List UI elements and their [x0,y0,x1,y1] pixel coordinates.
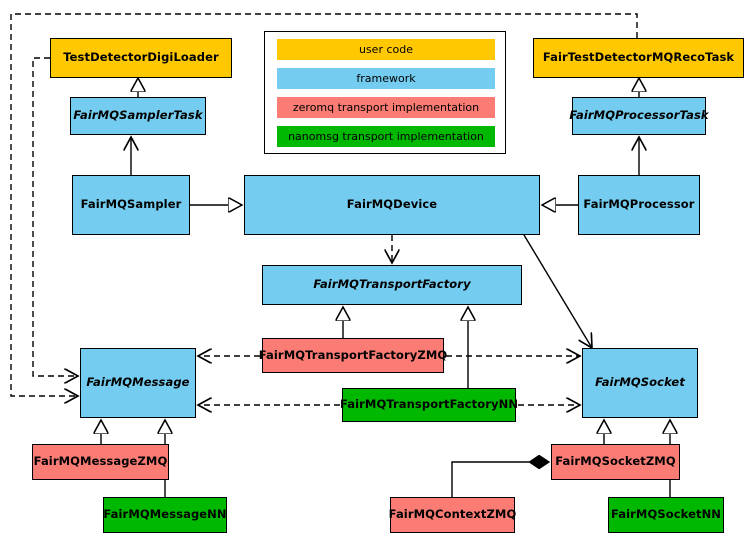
node-fairmq-sampler[interactable]: FairMQSampler [72,175,190,235]
legend-item-nanomsg: nanomsg transport implementation [277,126,495,147]
node-fair-test-detector-mq-reco-task[interactable]: FairTestDetectorMQRecoTask [533,38,744,78]
node-fairmq-processor[interactable]: FairMQProcessor [578,175,700,235]
legend-label: zeromq transport implementation [292,101,480,114]
legend-label: user code [358,43,414,56]
node-label: FairMQMessageZMQ [33,454,168,469]
node-label: FairMQMessageNN [103,507,227,522]
node-test-detector-digi-loader[interactable]: TestDetectorDigiLoader [50,38,232,78]
node-label: FairTestDetectorMQRecoTask [542,50,735,65]
node-label: FairMQMessage [86,375,190,390]
node-label: FairMQSocketZMQ [555,454,676,469]
node-fairmq-sampler-task[interactable]: FairMQSamplerTask [70,97,206,135]
node-label: FairMQTransportFactoryNN [339,397,519,412]
legend-item-user-code: user code [277,39,495,60]
node-label: FairMQProcessorTask [569,108,709,123]
node-label: FairMQSampler [80,197,182,212]
node-fairmq-message-zmq[interactable]: FairMQMessageZMQ [32,444,169,480]
legend-panel: user code framework zeromq transport imp… [264,31,506,154]
node-label: FairMQSocketNN [610,507,722,522]
legend-item-zeromq: zeromq transport implementation [277,97,495,118]
node-label: FairMQTransportFactoryZMQ [258,347,448,362]
node-fairmq-device[interactable]: FairMQDevice [244,175,540,235]
legend-label: nanomsg transport implementation [288,130,484,143]
node-fairmq-socket-nn[interactable]: FairMQSocketNN [608,497,724,533]
node-fairmq-context-zmq[interactable]: FairMQContextZMQ [388,497,517,533]
edge-contextzmq-socketzmq [451,462,549,497]
node-fairmq-socket[interactable]: FairMQSocket [582,348,698,418]
node-fairmq-processor-task[interactable]: FairMQProcessorTask [569,97,709,135]
node-label: FairMQSocket [595,375,685,390]
node-fairmq-message-nn[interactable]: FairMQMessageNN [103,497,227,533]
legend-label: framework [356,72,416,85]
node-fairmq-transport-factory-zmq[interactable]: FairMQTransportFactoryZMQ [259,338,447,373]
node-label: FairMQProcessor [583,197,695,212]
node-label: TestDetectorDigiLoader [63,50,219,65]
node-label: FairMQTransportFactory [313,277,471,292]
node-fairmq-transport-factory-nn[interactable]: FairMQTransportFactoryNN [339,388,519,422]
node-label: FairMQSamplerTask [73,108,203,123]
node-fairmq-socket-zmq[interactable]: FairMQSocketZMQ [551,444,680,480]
node-label: FairMQContextZMQ [388,507,517,522]
node-fairmq-message[interactable]: FairMQMessage [80,348,196,418]
edge-device-socket [523,234,592,348]
legend-item-framework: framework [277,68,495,89]
node-fairmq-transport-factory[interactable]: FairMQTransportFactory [262,265,522,305]
node-label: FairMQDevice [346,197,438,212]
